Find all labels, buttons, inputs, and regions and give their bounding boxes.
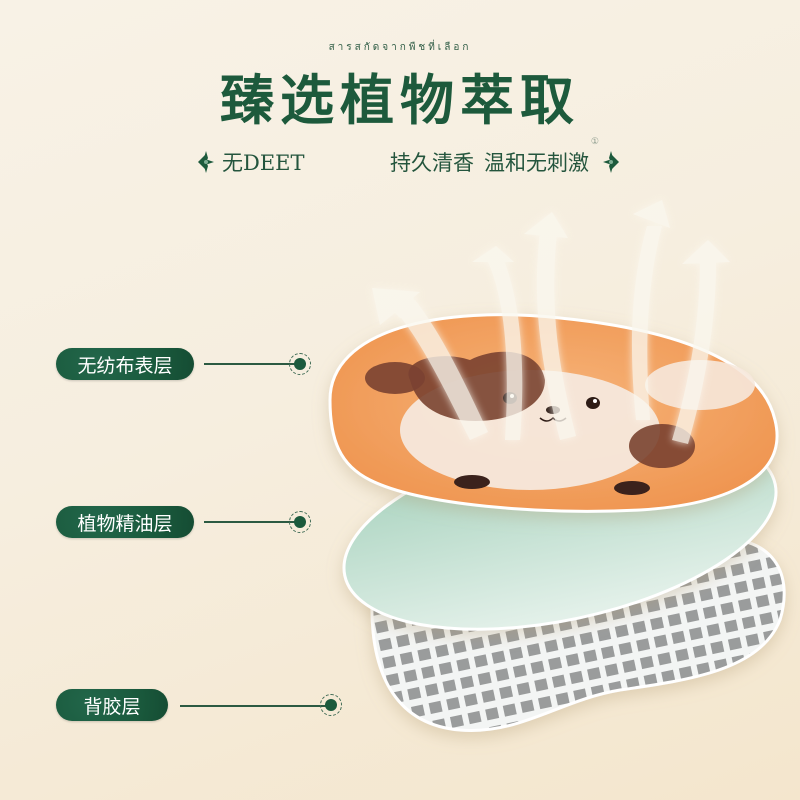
aroma-arrows	[372, 200, 730, 444]
aroma-arrow-icon	[372, 288, 488, 440]
tag-gentle-non-irritating: 温和无刺激 ①	[484, 137, 599, 177]
page-title: 臻选植物萃取	[220, 68, 580, 132]
aroma-arrow-icon	[472, 246, 523, 440]
tag-long-lasting-scent: 持久清香	[390, 151, 474, 175]
layer-label-nonwoven: 无纺布表层	[56, 348, 194, 380]
tag-no-deet: 无DEET	[222, 151, 305, 175]
connector-line-essential-oil	[204, 521, 298, 523]
footnote-marker: ①	[590, 137, 599, 147]
feature-tagline: 无DEET 持久清香 温和无刺激 ①	[196, 137, 621, 178]
layer-label-adhesive: 背胶层	[56, 689, 168, 721]
thai-ornament-left-icon	[198, 151, 214, 173]
pointer-dot-icon	[289, 353, 311, 375]
connector-line-adhesive	[180, 705, 328, 707]
thai-subtitle: สารสกัดจากพืชที่เลือก	[328, 42, 472, 53]
aroma-arrow-icon	[631, 200, 670, 420]
connector-line-nonwoven	[204, 363, 298, 365]
tag-gentle-text: 温和无刺激	[484, 151, 589, 175]
aroma-arrow-icon	[672, 240, 730, 444]
pointer-dot-icon	[320, 694, 342, 716]
thai-ornament-right-icon	[603, 151, 619, 173]
pointer-dot-icon	[289, 511, 311, 533]
aroma-arrow-icon	[524, 212, 576, 440]
layer-label-essential-oil: 植物精油层	[56, 506, 194, 538]
